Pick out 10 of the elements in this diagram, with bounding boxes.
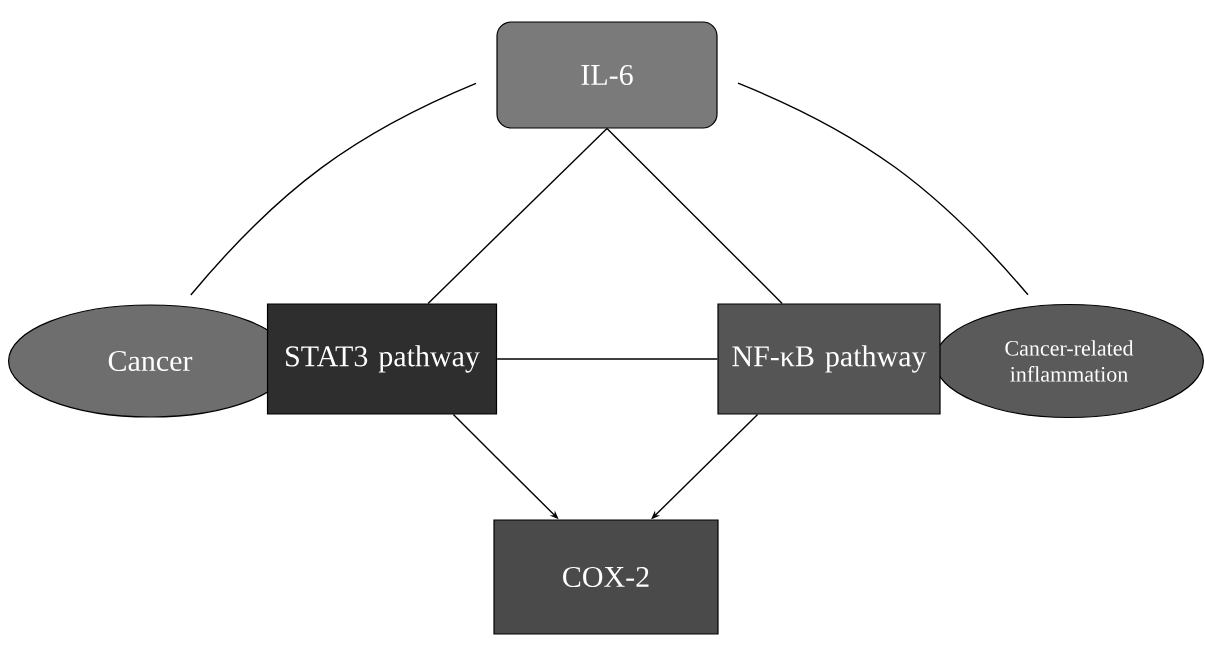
curved-line [737, 82, 1029, 296]
pathway-box: NF-κB pathway [717, 303, 941, 415]
pathway-box: STAT3 pathway [266, 303, 498, 415]
connector-line [496, 358, 719, 360]
rounded-box: IL-6 [496, 21, 718, 129]
curved-line [190, 82, 477, 296]
process-box: COX-2 [493, 519, 719, 635]
connector-line [427, 127, 608, 305]
connector-line [606, 127, 783, 305]
ellipse-node: Cancer-related inflammation [934, 303, 1204, 419]
